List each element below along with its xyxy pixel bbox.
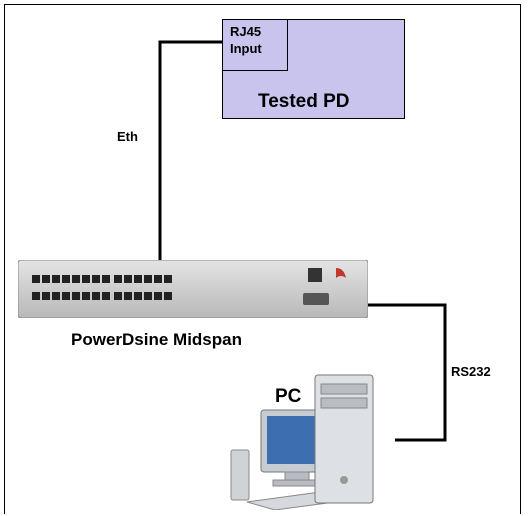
tested-pd-title: Tested PD: [258, 91, 350, 112]
diagram-frame: [4, 4, 521, 514]
pc-image: [230, 374, 374, 510]
midspan-device-image: [18, 260, 368, 318]
eth-label: Eth: [117, 129, 138, 144]
input-label: Input: [230, 41, 262, 56]
midspan-label: PowerDsine Midspan: [71, 330, 242, 349]
rj45-label: RJ45: [230, 24, 262, 39]
pc-label: PC: [275, 386, 302, 407]
rs232-cable: [335, 303, 447, 442]
rj45-input-box: RJ45 Input: [222, 19, 288, 71]
eth-cable: [158, 40, 222, 290]
rs232-label: RS232: [451, 364, 491, 379]
